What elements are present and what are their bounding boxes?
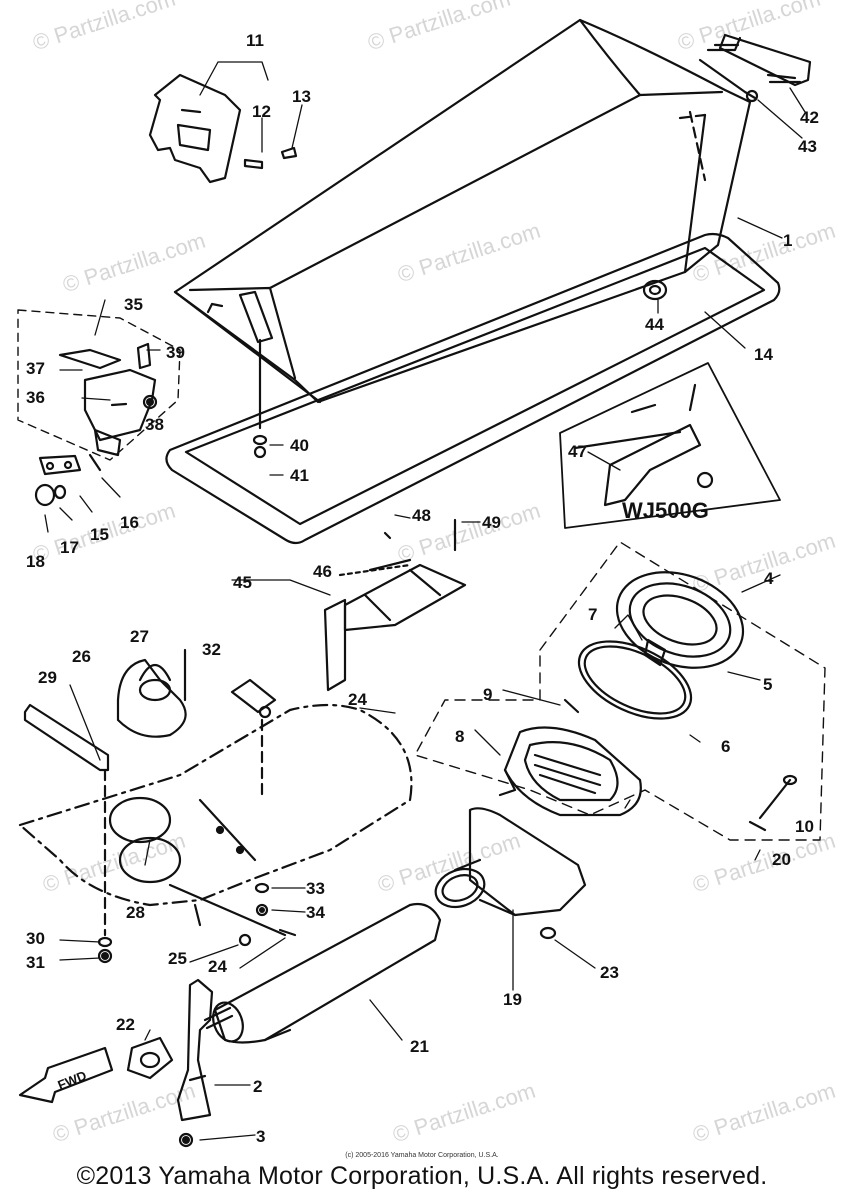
callout-32: 32 xyxy=(202,640,221,659)
callout-37: 37 xyxy=(26,359,45,378)
callout-9: 9 xyxy=(483,685,492,704)
bracket-2 xyxy=(176,978,214,1148)
callout-46: 46 xyxy=(313,562,332,581)
base-plate xyxy=(18,703,413,907)
bracket-29 xyxy=(23,703,110,772)
callout-4: 4 xyxy=(764,569,774,588)
solid-details xyxy=(101,398,265,1144)
callout-5: 5 xyxy=(763,675,772,694)
callout-27: 27 xyxy=(130,627,149,646)
copyright-footer: ©2013 Yamaha Motor Corporation, U.S.A. A… xyxy=(76,1162,768,1190)
callout-10: 10 xyxy=(795,817,814,836)
callout-26: 26 xyxy=(72,647,91,666)
callout-12: 12 xyxy=(252,102,271,121)
clip-32 xyxy=(230,678,277,802)
callout-13: 13 xyxy=(292,87,311,106)
callout-34: 34 xyxy=(306,903,325,922)
callout-14: 14 xyxy=(754,345,773,364)
callout-31: 31 xyxy=(26,953,45,972)
callout-20: 20 xyxy=(772,850,791,869)
callout-30: 30 xyxy=(26,929,45,948)
small-copyright: (c) 2005-2016 Yamaha Motor Corporation, … xyxy=(345,1152,499,1159)
callout-39: 39 xyxy=(166,343,185,362)
callout-15: 15 xyxy=(90,525,109,544)
callout-7: 7 xyxy=(588,605,597,624)
callout-41: 41 xyxy=(290,466,309,485)
small-parts-15-18 xyxy=(34,453,102,507)
callout-1: 1 xyxy=(783,231,792,250)
fastener-40-41 xyxy=(252,338,268,459)
mount-bracket-45 xyxy=(323,518,467,692)
callout-47: 47 xyxy=(568,442,587,461)
callout-labels: 1 2 3 4 5 6 7 8 9 10 11 12 13 14 15 16 1… xyxy=(26,31,819,1146)
callout-40: 40 xyxy=(290,436,309,455)
nozzle-19 xyxy=(434,807,587,940)
fwd-label: FWD xyxy=(56,1068,89,1093)
callout-8: 8 xyxy=(455,727,464,746)
callout-3: 3 xyxy=(256,1127,265,1146)
callout-25: 25 xyxy=(168,949,187,968)
variant-label: WJ500G xyxy=(622,498,709,523)
callout-22: 22 xyxy=(116,1015,135,1034)
callout-29: 29 xyxy=(38,668,57,687)
hinge-42 xyxy=(698,33,812,103)
bracket-11 xyxy=(148,73,298,184)
callout-48: 48 xyxy=(412,506,431,525)
callout-17: 17 xyxy=(60,538,79,557)
gasket-frame xyxy=(165,232,781,545)
latch-assembly xyxy=(17,309,181,461)
callout-33: 33 xyxy=(306,879,325,898)
housing-assembly xyxy=(414,541,826,841)
callout-11: 11 xyxy=(246,31,264,50)
callout-24c: 24 xyxy=(208,957,227,976)
callout-24a: 24 xyxy=(348,690,367,709)
callout-36: 36 xyxy=(26,388,45,407)
fwd-arrow xyxy=(18,1046,114,1104)
callout-28: 28 xyxy=(126,903,145,922)
exploded-view-drawing: 1 2 3 4 5 6 7 8 9 10 11 12 13 14 15 16 1… xyxy=(17,18,826,1148)
callout-45: 45 xyxy=(233,573,252,592)
fastener-33-34 xyxy=(254,882,270,917)
bolts-24-25 xyxy=(168,883,297,947)
callout-42: 42 xyxy=(800,108,819,127)
callout-18: 18 xyxy=(26,552,45,571)
boot-26 xyxy=(116,658,187,738)
hood-cover xyxy=(173,18,752,404)
leader-lines xyxy=(44,61,806,1141)
callout-44: 44 xyxy=(645,315,664,334)
callout-2: 2 xyxy=(253,1077,262,1096)
callout-6: 6 xyxy=(721,737,730,756)
grommet-44 xyxy=(642,279,668,301)
callout-38: 38 xyxy=(145,415,164,434)
flange-22 xyxy=(126,1036,174,1080)
pin-10-20 xyxy=(748,774,798,832)
callout-19: 19 xyxy=(503,990,522,1009)
callout-35: 35 xyxy=(124,295,143,314)
callout-43: 43 xyxy=(798,137,817,156)
callout-16: 16 xyxy=(120,513,139,532)
callout-49: 49 xyxy=(482,513,501,532)
callout-21: 21 xyxy=(410,1037,429,1056)
cylinder-21 xyxy=(203,902,442,1044)
callout-23: 23 xyxy=(600,963,619,982)
wj500g-inset xyxy=(559,362,781,529)
